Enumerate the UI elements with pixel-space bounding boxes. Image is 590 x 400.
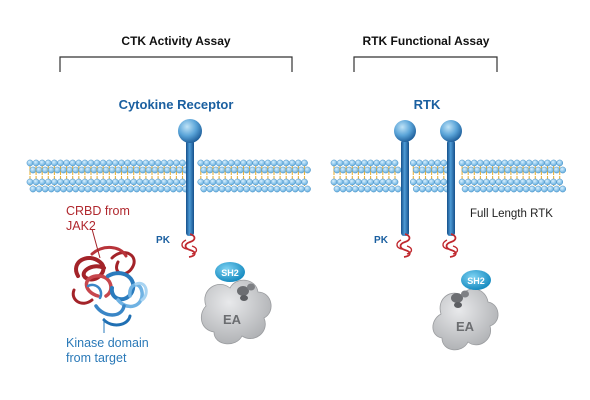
sh2-label-right: SH2 <box>467 276 485 286</box>
crbd-label-line2: JAK2 <box>66 219 96 233</box>
ctk-assay-title: CTK Activity Assay <box>121 34 230 48</box>
crbd-label-line1: CRBD from <box>66 204 130 218</box>
sh2-domain-left <box>215 262 245 282</box>
full-length-rtk-label: Full Length RTK <box>470 208 553 220</box>
receptor-ligand-ball <box>394 120 416 142</box>
cytokine-receptor <box>178 119 202 258</box>
ea-label-left: EA <box>223 312 242 327</box>
ea-fragment-right <box>432 270 499 351</box>
protein-ribbon-icon <box>71 246 148 327</box>
ea-fragment-left <box>200 262 272 345</box>
receptor-ligand-ball <box>440 120 462 142</box>
pk-label-left: PK <box>156 235 171 246</box>
pk-tag-icon <box>445 233 457 258</box>
rtk-assay-title: RTK Functional Assay <box>363 34 490 48</box>
rtk-receptor-1 <box>394 120 416 258</box>
rtk-label: RTK <box>414 97 441 112</box>
pk-label-right: PK <box>374 235 389 246</box>
binding-pocket-icon <box>451 290 469 308</box>
sh2-label-left: SH2 <box>221 268 239 278</box>
kinase-label-line1: Kinase domain <box>66 336 149 350</box>
pk-tag-icon <box>399 233 411 258</box>
pk-tag-icon <box>184 233 196 258</box>
kinase-label-line2: from target <box>66 351 127 365</box>
ea-label-right: EA <box>456 319 475 334</box>
cytokine-receptor-label: Cytokine Receptor <box>119 97 234 112</box>
receptor-ligand-ball <box>178 119 202 143</box>
sh2-domain-right <box>461 270 491 290</box>
crbd-pointer-line <box>91 228 101 259</box>
rtk-receptor-2 <box>440 120 462 258</box>
binding-pocket-icon <box>237 283 255 301</box>
lipid-bilayer-right <box>330 159 567 193</box>
lipid-bilayer-left <box>26 159 311 193</box>
ctk-bracket <box>59 56 293 72</box>
rtk-bracket <box>353 56 498 72</box>
